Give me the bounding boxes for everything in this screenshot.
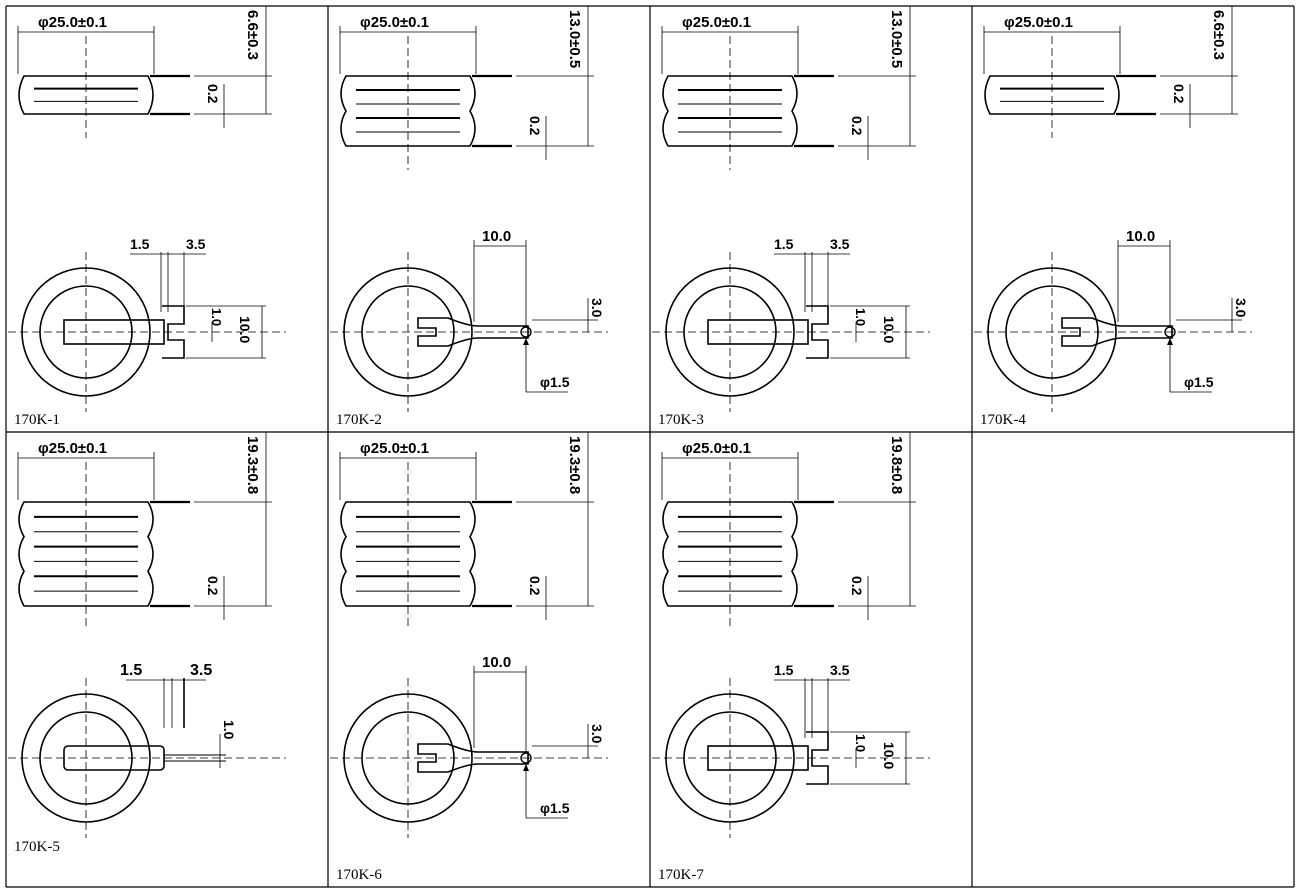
terminal-lead: [417, 743, 529, 773]
lead-offset-dimension: 3.0: [589, 298, 605, 318]
lead-hole: [520, 752, 532, 764]
cell-170k-2: φ25.0±0.1 13.0±0.5 0.2 10.0 3.0 φ1.5 170K-2: [330, 6, 608, 428]
tab-gap-dimension: 1.0: [853, 308, 868, 326]
lead-width-dimension: 1.5: [774, 236, 794, 252]
cell-170k-1: φ25.0±0.1 6.6±0.3 0.2 1.5 3.5 1.0 10.0 170K-1: [8, 6, 286, 428]
terminal-tab: [63, 745, 165, 771]
height-dimension: 19.8±0.8: [888, 436, 905, 494]
lead-width-dimension: 1.5: [120, 662, 142, 679]
model-label: 170K-3: [658, 412, 704, 428]
tab-gap-dimension: 1.0: [221, 720, 237, 740]
model-label: 170K-4: [980, 412, 1026, 428]
lead-offset-dimension: 3.0: [589, 724, 605, 744]
lead-spacing-dimension: 3.5: [190, 662, 212, 679]
terminal-tab: [707, 319, 809, 345]
arrow-icon: [1167, 338, 1173, 345]
diameter-dimension: φ25.0±0.1: [682, 440, 751, 457]
diameter-dimension: φ25.0±0.1: [38, 440, 107, 457]
cell-170k-5: φ25.0±0.1 19.3±0.8 0.2 1.5 3.5 1.0 170K-5: [8, 432, 286, 855]
diameter-dimension: φ25.0±0.1: [360, 14, 429, 31]
height-dimension: 13.0±0.5: [566, 10, 583, 68]
lead-hole: [1164, 326, 1176, 338]
model-label: 170K-7: [658, 867, 704, 883]
lead-hole: [520, 326, 532, 338]
lead-spacing-dimension: 3.5: [830, 662, 850, 678]
lead-width-dimension: 1.5: [130, 236, 150, 252]
hole-diameter-dimension: φ1.5: [540, 374, 570, 390]
cell-170k-6: φ25.0±0.1 19.3±0.8 0.2 10.0 3.0 φ1.5 170K-6: [330, 432, 608, 883]
tab-gap-dimension: 1.0: [853, 734, 868, 752]
tab-thickness-dimension: 0.2: [527, 576, 543, 596]
table-grid: [5, 5, 1295, 888]
lead-height-dimension: 10.0: [881, 742, 897, 769]
diameter-dimension: φ25.0±0.1: [360, 440, 429, 457]
lead-width-dimension: 1.5: [774, 662, 794, 678]
height-dimension: 6.6±0.3: [1210, 10, 1227, 60]
tab-thickness-dimension: 0.2: [205, 84, 221, 104]
tab-thickness-dimension: 0.2: [527, 116, 543, 136]
tab-thickness-dimension: 0.2: [1171, 84, 1187, 104]
battery-side-outline: [340, 501, 476, 607]
terminal-lead: [417, 317, 529, 347]
tab-gap-dimension: 1.0: [209, 308, 224, 326]
lead-length-dimension: 10.0: [482, 228, 511, 245]
battery-side-outline: [662, 75, 798, 147]
cell-170k-4: φ25.0±0.1 6.6±0.3 0.2 10.0 3.0 φ1.5 170K-4: [974, 6, 1252, 428]
diameter-dimension: φ25.0±0.1: [682, 14, 751, 31]
hole-diameter-dimension: φ1.5: [540, 800, 570, 816]
model-label: 170K-2: [336, 412, 382, 428]
battery-side-outline: [18, 75, 154, 115]
battery-side-outline: [984, 75, 1120, 115]
model-label: 170K-1: [14, 412, 60, 428]
diameter-dimension: φ25.0±0.1: [1004, 14, 1073, 31]
lead-length-dimension: 10.0: [1126, 228, 1155, 245]
lead-spacing-dimension: 3.5: [186, 236, 206, 252]
arrow-icon: [523, 764, 529, 771]
terminal-tab: [63, 319, 165, 345]
tab-thickness-dimension: 0.2: [205, 576, 221, 596]
diameter-dimension: φ25.0±0.1: [38, 14, 107, 31]
cell-170k-3: φ25.0±0.1 13.0±0.5 0.2 1.5 3.5 1.0 10.0 170K-3: [652, 6, 930, 428]
height-dimension: 13.0±0.5: [888, 10, 905, 68]
height-dimension: 19.3±0.8: [566, 436, 583, 494]
lead-offset-dimension: 3.0: [1233, 298, 1249, 318]
arrow-icon: [523, 338, 529, 345]
height-dimension: 19.3±0.8: [244, 436, 261, 494]
tab-thickness-dimension: 0.2: [849, 116, 865, 136]
lead-height-dimension: 10.0: [881, 316, 897, 343]
model-label: 170K-6: [336, 867, 382, 883]
cell-170k-7: φ25.0±0.1 19.8±0.8 0.2 1.5 3.5 1.0 10.0 170K-7: [652, 432, 930, 883]
battery-side-outline: [18, 501, 154, 607]
model-label: 170K-5: [14, 839, 60, 855]
lead-length-dimension: 10.0: [482, 654, 511, 671]
height-dimension: 6.6±0.3: [244, 10, 261, 60]
battery-side-outline: [340, 75, 476, 147]
terminal-tab: [707, 745, 809, 771]
hole-diameter-dimension: φ1.5: [1184, 374, 1214, 390]
tab-thickness-dimension: 0.2: [849, 576, 865, 596]
terminal-lead: [1061, 317, 1173, 347]
battery-side-outline: [662, 501, 798, 607]
lead-spacing-dimension: 3.5: [830, 236, 850, 252]
lead-height-dimension: 10.0: [237, 316, 253, 343]
